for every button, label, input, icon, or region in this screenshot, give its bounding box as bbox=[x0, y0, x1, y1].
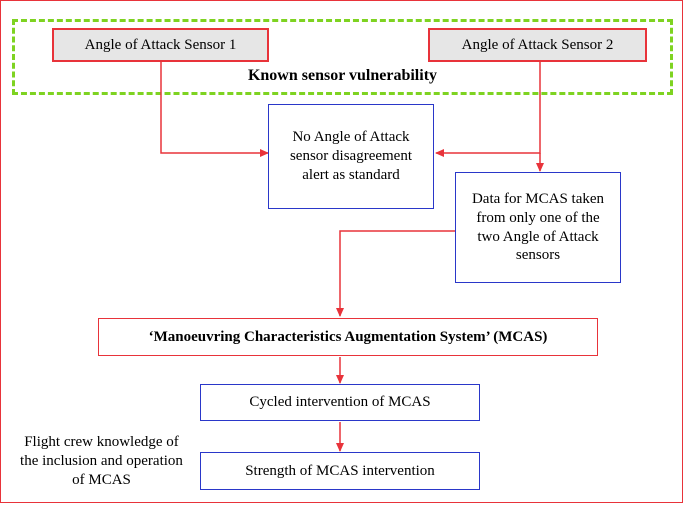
flight-crew-knowledge-note: Flight crew knowledge of the inclusion a… bbox=[20, 434, 183, 489]
single-sensor-data-text: Data for MCAS taken from only one of the… bbox=[471, 191, 605, 264]
no-disagreement-alert-box: No Angle of Attack sensor disagreement a… bbox=[268, 104, 434, 209]
known-vulnerability-group bbox=[12, 19, 673, 95]
mcas-text: ‘Manoeuvring Characteristics Augmentatio… bbox=[148, 328, 548, 345]
no-disagreement-alert-text: No Angle of Attack sensor disagreement a… bbox=[289, 129, 413, 183]
mcas-box: ‘Manoeuvring Characteristics Augmentatio… bbox=[98, 318, 598, 356]
intervention-strength-text: Strength of MCAS intervention bbox=[245, 462, 435, 479]
sensor-1-label: Angle of Attack Sensor 1 bbox=[84, 36, 237, 53]
arrow-data-to-mcas bbox=[336, 230, 455, 317]
sensor-2-box: Angle of Attack Sensor 2 bbox=[428, 28, 647, 62]
intervention-strength-box: Strength of MCAS intervention bbox=[200, 452, 480, 490]
cycled-intervention-box: Cycled intervention of MCAS bbox=[200, 384, 480, 421]
single-sensor-data-box: Data for MCAS taken from only one of the… bbox=[455, 172, 621, 283]
sensor-1-box: Angle of Attack Sensor 1 bbox=[52, 28, 269, 62]
sensor-2-label: Angle of Attack Sensor 2 bbox=[461, 36, 614, 53]
known-vulnerability-label: Known sensor vulnerability bbox=[247, 67, 438, 84]
cycled-intervention-text: Cycled intervention of MCAS bbox=[249, 394, 431, 411]
arrow-sensor1-to-alert bbox=[160, 61, 269, 157]
